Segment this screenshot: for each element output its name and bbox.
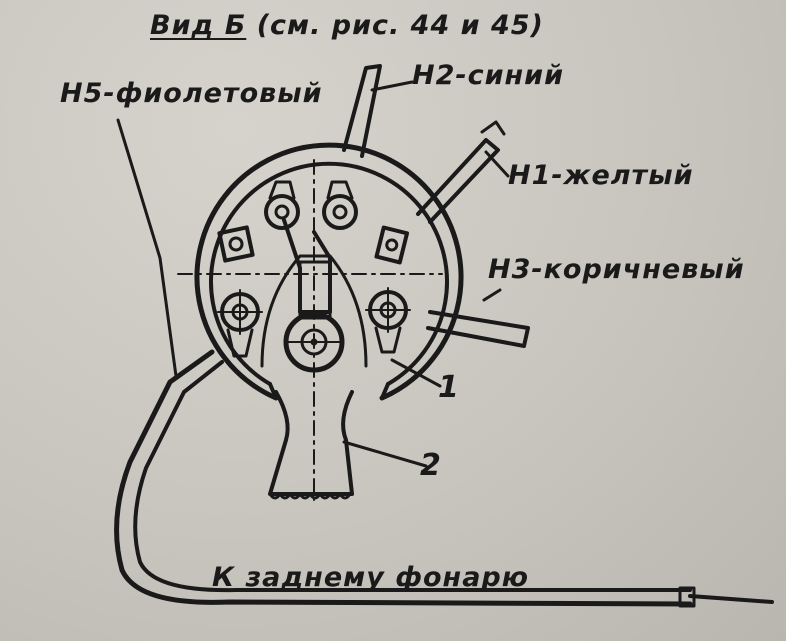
housing-inner-ring	[209, 161, 449, 386]
leader-h2	[370, 80, 414, 92]
label-part-2: 2	[420, 448, 442, 483]
label-h5-violet: Н5-фиолетовый	[60, 78, 323, 109]
handle-serration	[268, 492, 354, 500]
rotor	[283, 311, 345, 373]
view-title: Вид Б (см. рис. 44 и 45)	[150, 10, 544, 41]
view-label: Вид Б	[150, 10, 247, 41]
leader-h1	[484, 150, 510, 178]
leader-h5	[116, 118, 178, 378]
terminal-top-right	[322, 180, 358, 230]
contact-plate	[260, 254, 368, 368]
wire-h2	[342, 64, 382, 158]
label-h3-brown: Н3-коричневый	[488, 254, 745, 285]
terminal-side-left	[217, 289, 263, 358]
terminal-top-left	[264, 180, 300, 230]
label-h2-blue: Н2-синий	[412, 60, 565, 91]
terminal-side-right	[365, 287, 411, 354]
leader-part2	[342, 440, 428, 468]
wire-h1	[416, 138, 500, 224]
wire-h5-tip	[688, 594, 774, 604]
view-reference: (см. рис. 44 и 45)	[256, 10, 544, 41]
leader-part1	[390, 358, 442, 388]
handle	[268, 390, 354, 496]
wire-h1-tip	[480, 120, 506, 136]
wire-h5-sleeve	[678, 586, 696, 608]
label-part-1: 1	[438, 370, 460, 405]
label-h1-yellow: Н1-желтый	[508, 160, 694, 191]
housing-outer-ring	[194, 142, 464, 401]
terminal-square-right	[374, 225, 410, 265]
leader-h3	[482, 288, 502, 302]
wire-h5	[114, 349, 693, 607]
label-rear-lamp: К заднему фонарю	[212, 562, 530, 593]
contact-slider	[298, 260, 332, 320]
terminal-square-left	[217, 225, 255, 263]
wire-h5-inner	[133, 360, 692, 593]
wire-h3	[426, 310, 530, 348]
